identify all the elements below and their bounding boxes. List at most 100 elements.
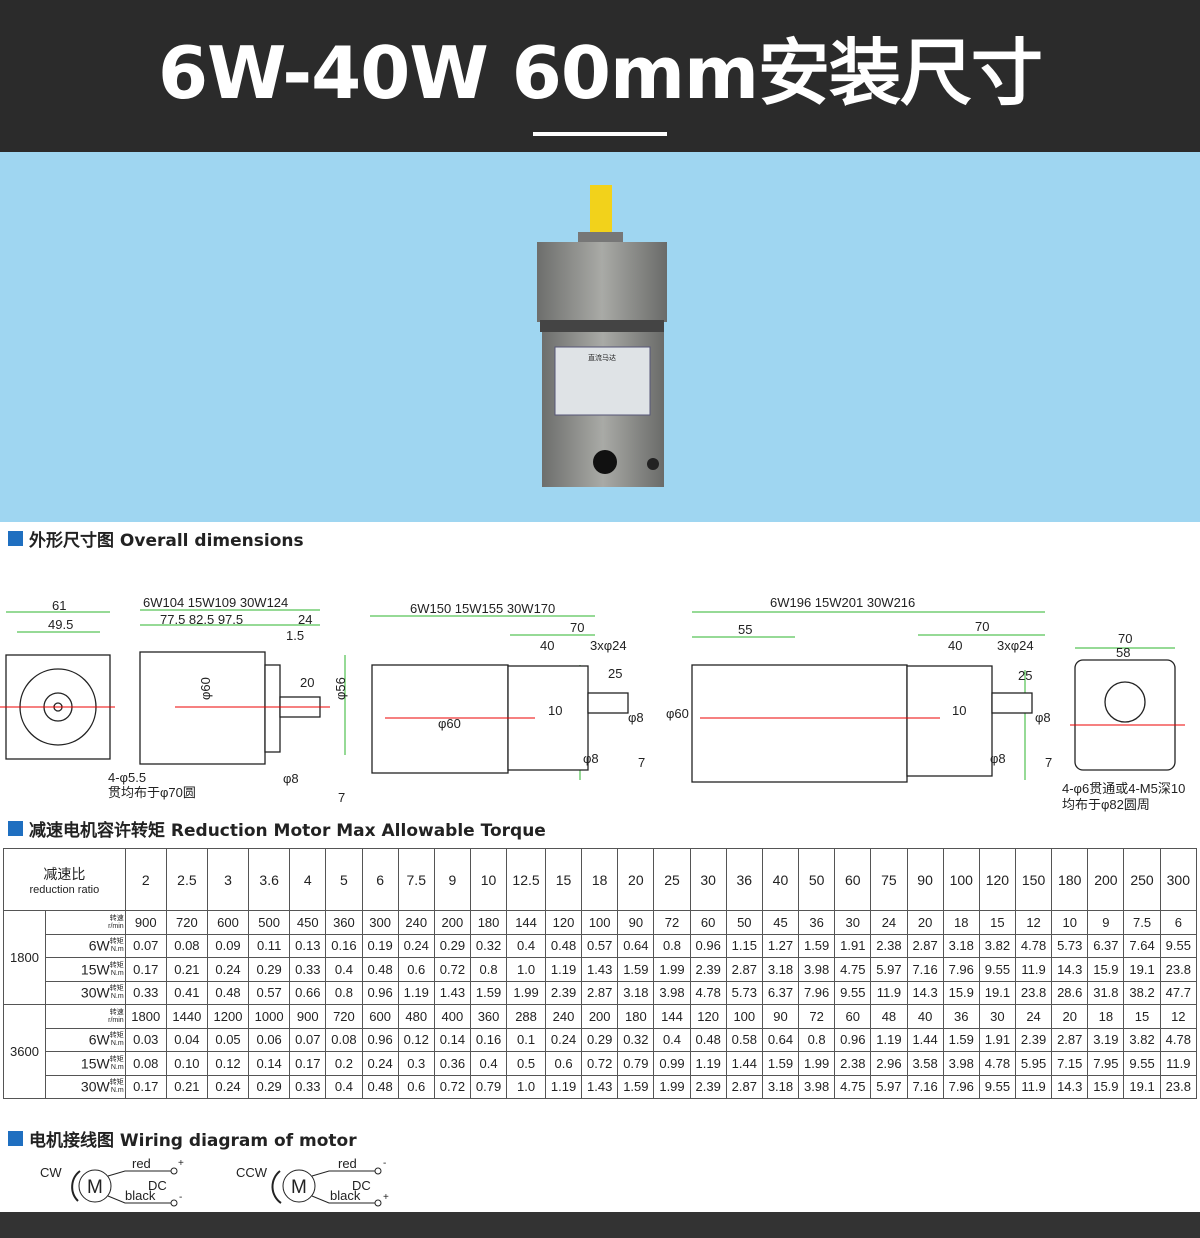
torque-cell: 1.91 [834,933,872,958]
ratio-header-cell: 20 [617,848,655,911]
torque-cell: 0.13 [289,933,327,958]
rpm-group-label: 1800 [3,910,46,1005]
torque-cell: 3.82 [1123,1027,1161,1052]
torque-cell: 0.58 [725,1027,763,1052]
ratio-header-cell: 6 [361,848,399,911]
unit-value: r/min [108,922,124,930]
torque-cell: 0.08 [124,1051,167,1076]
torque-cell: 0.64 [617,933,655,958]
torque-cell: 4.78 [689,980,727,1005]
torque-cell: 1.44 [906,1027,944,1052]
wire-red: red [338,1156,357,1171]
torque-cell: 4.78 [1159,1027,1198,1052]
dim-phi60: φ60 [198,677,213,700]
torque-cell: 0.24 [397,933,435,958]
ratio-header-cell: 9 [433,848,471,911]
unit-name: 转矩 [109,1032,124,1040]
torque-cell: 0.04 [165,1027,208,1052]
torque-cell: 7.96 [942,957,980,982]
pole-red: - [383,1158,386,1169]
torque-cell: 19.1 [1123,957,1161,982]
dim-24: 24 [298,612,312,627]
speed-cell: 180 [617,1004,655,1029]
speed-cell: 400 [433,1004,471,1029]
dim-length-2: 6W104 15W109 30W124 [143,595,288,610]
ratio-header-cell: 60 [834,848,872,911]
ratio-header-cell: 50 [798,848,836,911]
torque-cell: 9.55 [978,957,1016,982]
ratio-header-cell: 4 [289,848,327,911]
power-label: 30W [80,1079,110,1096]
torque-cell: 0.3 [397,1051,435,1076]
torque-cell: 0.2 [325,1051,363,1076]
power-label: 6W [88,1032,110,1049]
dc-label: DC [352,1178,371,1193]
ratio-header-cell: 150 [1014,848,1053,911]
torque-cell: 1.59 [798,933,836,958]
torque-cell: 1.19 [397,980,435,1005]
torque-cell: 1.99 [653,957,691,982]
torque-cell: 1.59 [469,980,508,1005]
ratio-header-cell: 18 [581,848,619,911]
footer-bar [0,1212,1200,1238]
unit-value: N.m [110,946,124,954]
torque-cell: 0.33 [289,1074,327,1099]
torque-cell: 0.6 [397,1074,435,1099]
unit-name: 转速 [109,1008,124,1016]
torque-cell: 5.97 [870,1074,908,1099]
torque-cell: 1.19 [544,957,583,982]
dim-25: 25 [608,666,622,681]
torque-cell: 3.98 [798,1074,836,1099]
dim-length-3: 6W150 15W155 30W170 [410,601,555,616]
speed-cell: 1000 [248,1004,291,1029]
wire-black: black [330,1188,361,1203]
speed-cell: 360 [469,1004,508,1029]
torque-cell: 0.48 [544,933,583,958]
torque-cell: 0.08 [165,933,208,958]
product-photo-area: 直流马达 [0,152,1200,522]
unit-name: 转矩 [109,1079,124,1087]
torque-cell: 11.9 [1014,957,1053,982]
cw-label: CW [40,1165,62,1180]
torque-cell: 7.16 [906,1074,944,1099]
torque-cell: 0.4 [325,1074,363,1099]
torque-cell: 0.29 [248,957,291,982]
wire-black: black [125,1188,156,1203]
torque-cell: 0.79 [469,1074,508,1099]
torque-cell: 0.08 [325,1027,363,1052]
title-banner: 6W-40W 60mm安装尺寸 [0,0,1200,152]
torque-cell: 0.33 [289,957,327,982]
torque-cell: 11.9 [1159,1051,1198,1076]
torque-cell: 0.96 [689,933,727,958]
torque-cell: 0.33 [124,980,167,1005]
speed-cell: 6 [1159,910,1198,935]
speed-cell: 20 [1051,1004,1089,1029]
section-marker-icon [8,1131,23,1146]
speed-cell: 100 [725,1004,763,1029]
speed-cell: 15 [1123,1004,1161,1029]
section-title: 减速电机容许转矩 Reduction Motor Max Allowable T… [29,821,546,841]
dim-40: 40 [540,638,554,653]
torque-cell: 0.79 [617,1051,655,1076]
torque-cell: 7.96 [798,980,836,1005]
speed-cell: 300 [361,910,399,935]
unit-name: 转矩 [109,1055,124,1063]
speed-cell: 36 [942,1004,980,1029]
speed-cell: 900 [289,1004,327,1029]
dim-49-5: 49.5 [48,617,73,632]
torque-cell: 3.98 [798,957,836,982]
speed-cell: 9 [1087,910,1125,935]
unit-name: 转速 [109,914,124,922]
dim-phi8: φ8 [990,751,1006,766]
ratio-header-cell: 36 [725,848,763,911]
torque-cell: 0.24 [544,1027,583,1052]
dim-phi8: φ8 [628,710,644,725]
torque-cell: 0.1 [506,1027,546,1052]
